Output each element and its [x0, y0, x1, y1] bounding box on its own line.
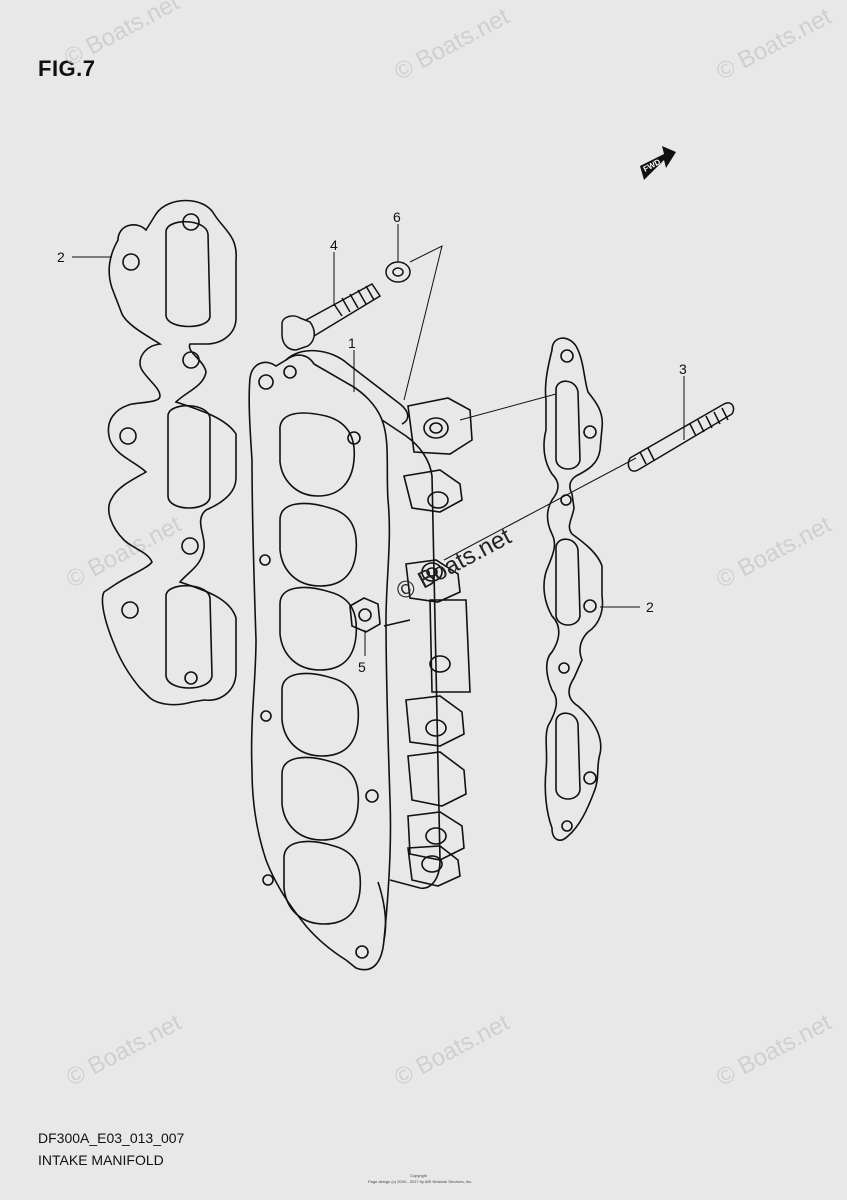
footer-page-design: Page design (c) 2004 - 2017 by ARI Netwo… — [368, 1179, 473, 1184]
alignment-line — [443, 457, 637, 561]
right-gasket — [543, 337, 604, 841]
callout-5: 5 — [358, 659, 366, 675]
fwd-arrow-icon: FWD — [640, 146, 676, 180]
callout-3: 3 — [679, 361, 687, 377]
diagram-code: DF300A_E03_013_007 — [38, 1130, 185, 1146]
callout-6: 6 — [393, 209, 401, 225]
callout-2-right: 2 — [646, 599, 654, 615]
bolt — [281, 283, 382, 351]
callout-4: 4 — [330, 237, 338, 253]
left-gasket — [101, 199, 237, 706]
figure-title: FIG.7 — [38, 56, 96, 81]
callout-1: 1 — [348, 335, 356, 351]
intake-manifold — [248, 349, 473, 971]
washer — [385, 261, 411, 283]
diagram-name: INTAKE MANIFOLD — [38, 1152, 164, 1168]
leader-line-6-split — [403, 245, 443, 401]
footer-copyright: Copyright — [410, 1173, 428, 1178]
callout-2-left: 2 — [57, 249, 65, 265]
stud — [627, 402, 735, 472]
alignment-line — [459, 393, 557, 421]
